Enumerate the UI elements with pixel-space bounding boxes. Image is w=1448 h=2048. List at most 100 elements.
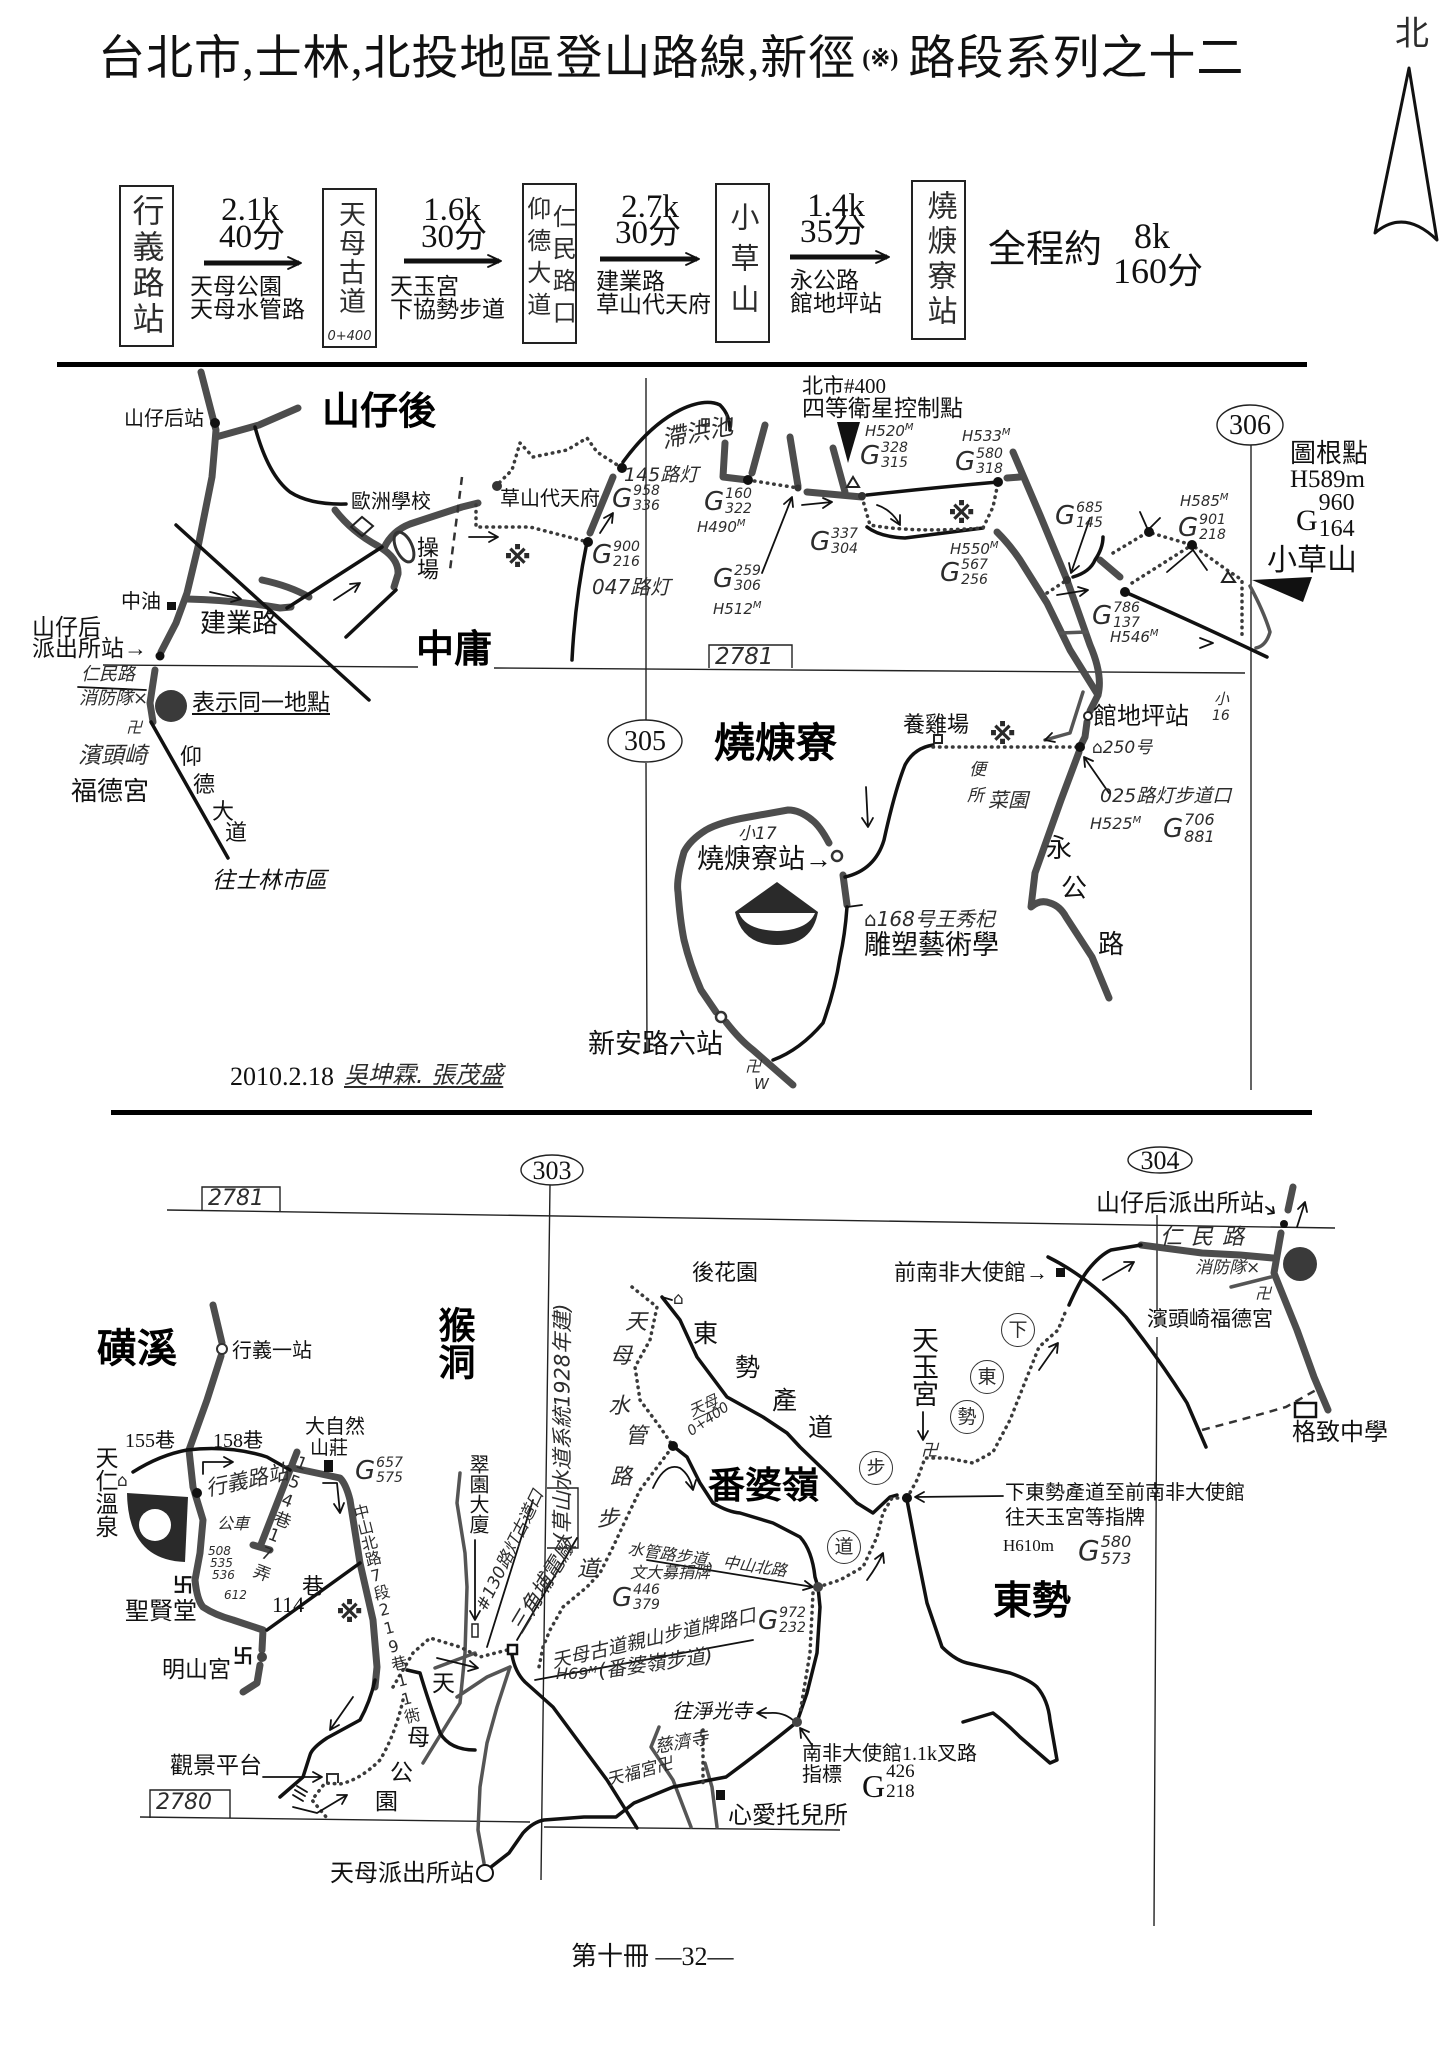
road-zhongshan-n [289,1464,381,1691]
label-tianren-hot-spring: 天仁溫泉 [92,1446,117,1538]
bus-stop-icon [216,1343,228,1355]
total-label: 全程約 [988,229,1103,271]
building-mark-icon: ⌂ [117,1471,128,1491]
label-sculpture-school: 雕塑藝術學 [864,930,999,960]
label-house-168: ⌂168号王秀杞 [864,907,995,931]
leader-line [486,1499,534,1648]
gps-prefix: G [940,557,961,588]
leader-arrow [1265,1206,1275,1215]
temple-mark-icon: 卍 [1255,1284,1272,1303]
gps-prefix: G [758,1605,779,1636]
direction-arrow [209,591,242,603]
label-house-number: ⌂250号 [1092,738,1153,758]
trail-detention-pond-loop [621,400,732,464]
road-jianye [183,595,295,612]
label-xinai-nursery: 心愛托兒所 [728,1803,848,1829]
label-vegetable-garden: 菜園 [988,788,1028,812]
gps-prefix: G [612,1582,633,1613]
area-label-fanpoling: 番婆嶺 [708,1466,819,1507]
direction-arrow [1038,1342,1059,1371]
road-segment [1096,556,1124,581]
gps-prefix: G [1055,500,1076,531]
gps-bottom: 256 [961,571,988,588]
footpath-dotted [798,1591,815,1715]
label-lower-dongshi-sign: 往天玉宮等指牌 [1005,1507,1145,1529]
gps-bottom: 164 [1318,516,1355,543]
road-lane-155-158 [131,1446,292,1474]
leg-distance: 1.6k [423,192,481,228]
label-streetlight-047: 047路灯 [592,575,671,599]
footpath-dotted [493,436,624,489]
label-tianmu-police-stop: 天母派出所站 [330,1861,474,1887]
direction-arrow [436,1657,479,1672]
elevation-reading: H550M [950,541,999,557]
power-plant-icon [506,1643,519,1656]
label-tianmu-park-char: 公 [390,1760,413,1785]
label-xinan-road-stop: 新安路六站 [588,1029,723,1059]
gps-prefix: G [1296,504,1318,538]
pond-marker-icon [701,418,710,427]
road-shanzaihou-east [212,404,302,441]
leg-via: 下協勢步道 [390,297,505,323]
direction-arrow [1102,1261,1135,1281]
leg-distance: 2.7k [621,189,679,225]
leader-line [661,1296,673,1301]
elevation-value: H533 [962,427,1002,445]
trail-sculpture-school [771,905,849,1062]
trail-to-renmin [1067,1243,1143,1307]
circled-trail-char: 東 [970,1360,1004,1394]
elevation-unit: M [1149,628,1159,639]
label-dongshi-farm-road-char: 道 [808,1415,834,1442]
grid-line-304 [1153,1215,1158,1927]
grid-line-horizontal [139,1816,841,1831]
gps-top: 337 [831,526,858,542]
label-control-point-id: 北市#400 [802,374,886,398]
grid-ref-label: 303 [532,1156,572,1185]
gps-prefix: G [955,446,976,477]
road-tianfu [649,1725,719,1829]
road-to-sa-embassy-fork [489,1720,799,1869]
label-benchmark-height: H589m [1290,466,1365,493]
bus-stop-icon [210,418,220,428]
road-yonggong [1027,748,1113,1002]
leg-time: 30分 [421,219,487,255]
new-trail-marker: (※) [862,46,899,72]
road-yangde-avenue [149,720,230,860]
footpath-dotted [1130,543,1194,585]
label-to-shilin: 往士林市區 [212,868,327,893]
label-yonggong-road-char: 永 [1046,834,1073,863]
same-place-dot-icon [155,690,187,722]
new-trail-mark-icon: ※ [989,718,1017,751]
pointer-wedge-icon [1252,577,1312,602]
label-bus-route: 16 [1212,708,1230,724]
gps-bottom: 322 [725,500,752,517]
route-stop-shaogengliao-station: 燒焿寮站 [911,180,966,340]
label-police-stop: 山仔后 [32,615,101,640]
title-main: 台北市,士林,北投地區登山路線,新徑 [98,33,857,85]
label-lane-158: 158巷 [213,1430,263,1452]
elevation-value: H512 [713,600,753,618]
trail-sanjiaopu [510,1653,639,1830]
elevation-unit: M [1132,815,1142,826]
road-segment [455,1665,512,1699]
elevation-unit: M [752,600,762,611]
bus-stop-icon [476,1864,494,1882]
arrowhead-icon [1044,732,1056,743]
elevation-value: H520 [865,422,905,440]
direction-arrow [599,512,614,534]
road-xingyi [185,1301,267,1654]
label-bintouqi-fude-temple: 濱頭崎福德宮 [1147,1307,1273,1331]
leg-via: 天母水管路 [190,297,305,323]
elevation-reading: H533M [962,428,1011,444]
elevation-value: H546 [1110,628,1150,646]
viewing-platform-icon [326,1773,339,1783]
road-tianmu-police [476,1665,512,1865]
gps-top: 259 [734,563,761,579]
label-yangde-avenue-char: 德 [193,772,216,797]
elevation-reading: H490M [697,519,746,535]
footpath-dashed [448,476,464,571]
leader-arrow [917,1411,929,1441]
